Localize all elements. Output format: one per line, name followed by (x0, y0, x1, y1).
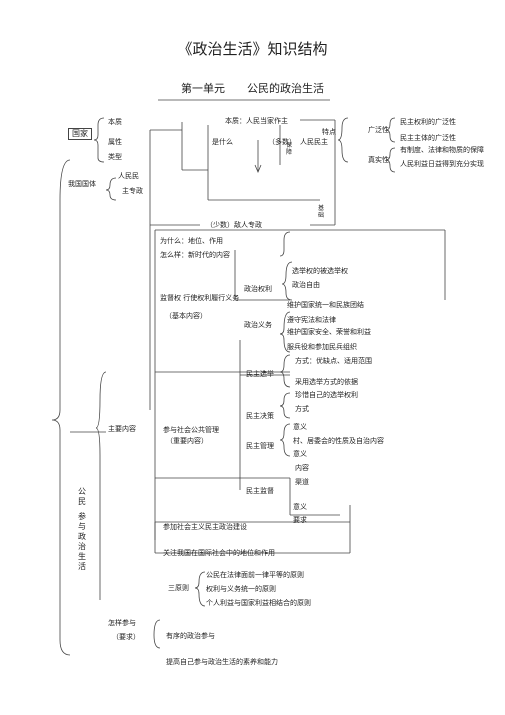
node-neirong: 内容 (295, 464, 309, 472)
node-shishenme: 是什么 (212, 138, 233, 146)
node-zunshou: 遵守宪法和法律 (287, 316, 336, 324)
node-tedian: 特点 (322, 128, 336, 136)
node-y1: 公民在法律面前一律平等的原则 (206, 571, 304, 579)
node-xuanju: 选举权的被选举权 (292, 267, 348, 275)
node-zenyang: 怎样参与 (108, 619, 136, 627)
node-minzhu-guanli: 民主管理 (246, 442, 274, 450)
node-weishenme: 为什么：地位、作用 (160, 237, 223, 245)
node-weihu-tuanjie: 维护国家统一和民族团结 (287, 301, 364, 309)
node-jiben: （基本内容） (165, 312, 207, 320)
node-minzhu-xuanju: 民主选举 (246, 370, 274, 378)
node-zhuyao: 主要内容 (108, 425, 136, 433)
node-yaoqiu: 要求 (293, 516, 307, 524)
node-benzhi-line: 本质：人民当家作主 (225, 117, 288, 125)
node-minzhu-juece: 民主决策 (246, 412, 274, 420)
node-zhengzhi-yiwu: 政治义务 (244, 321, 272, 329)
node-jichu: 基础 (318, 205, 325, 219)
node-guoti: 我国国体 (68, 180, 96, 188)
node-shuxing: 属性 (108, 138, 122, 146)
node-baozhang: 保障 (286, 142, 293, 156)
node-duoshu: （多数） (268, 138, 296, 146)
node-zhenxi: 珍惜自己的选举权利 (295, 391, 358, 399)
node-jiandu-line: 监督权 行使权利履行义务 (160, 294, 240, 302)
node-canyu-gonggong: 参与社会公共管理 (163, 426, 219, 434)
node-shaoshu: （少数）敌人专政 (206, 221, 262, 229)
node-sanyuanze: 三原则 (168, 584, 189, 592)
node-fangshi-youque: 方式：优缺点、适用范围 (295, 357, 372, 365)
node-renmin-min: 人民民 (118, 172, 139, 180)
unit-title: 第一单元 公民的政治生活 (181, 82, 324, 95)
node-fubing: 服兵役和参加民兵组织 (287, 343, 357, 351)
node-minzhu-jiandu: 民主监督 (246, 487, 274, 495)
node-cun: 村、居委会的性质及自治内容 (293, 437, 384, 445)
node-g1: 民主权利的广泛性 (400, 118, 456, 126)
node-yiyi3: 意义 (293, 503, 307, 511)
node-gongmin: 公民 (78, 487, 86, 506)
node-y2: 权利与义务统一的原则 (206, 585, 276, 593)
node-guangfanxing: 广泛性 (368, 126, 389, 134)
node-yiyi1: 意义 (293, 423, 307, 431)
node-leixing: 类型 (108, 153, 122, 161)
node-qudao: 渠道 (295, 478, 309, 486)
node-g2: 民主主体的广泛性 (400, 134, 456, 142)
node-yiyi2: 意义 (293, 450, 307, 458)
node-canyu-zhengzhi: 参与政治生活 (78, 512, 86, 571)
node-yaoqiu2: （要求） (112, 633, 140, 641)
node-weihu-anquan: 维护国家安全、荣誉和利益 (287, 328, 371, 336)
node-z2: 人民利益日益得到充分实现 (400, 160, 484, 168)
node-canjia-jianshe: 参加社会主义民主政治建设 (163, 523, 247, 531)
node-zenmeyang: 怎么样：新时代的内容 (160, 251, 230, 259)
node-zhenshixing: 真实性 (368, 156, 389, 164)
node-caiyong: 采用选举方式的依据 (295, 378, 358, 386)
node-zhuzhuanzheng: 主专政 (122, 187, 143, 195)
node-z1: 有制度、法律和物质的保障 (400, 146, 484, 154)
node-renmin-minzhu: 人民民主 (300, 138, 328, 146)
node-guojia: 国家 (68, 128, 92, 140)
node-zhongyao: （重要内容） (166, 437, 208, 445)
node-guanzhu: 关注我国在国际社会中的地位和作用 (163, 549, 275, 557)
node-y3: 个人利益与国家利益相结合的原则 (206, 599, 311, 607)
node-fangshi: 方式 (295, 405, 309, 413)
node-zhengzhi-quanli: 政治权利 (244, 285, 272, 293)
node-tigao: 提高自己参与政治生活的素养和能力 (166, 658, 278, 666)
page-title: 《政治生活》知识结构 (177, 40, 328, 58)
node-youxu: 有序的政治参与 (166, 632, 215, 640)
node-ziyou: 政治自由 (292, 281, 320, 289)
node-benzhi: 本质 (108, 118, 122, 126)
